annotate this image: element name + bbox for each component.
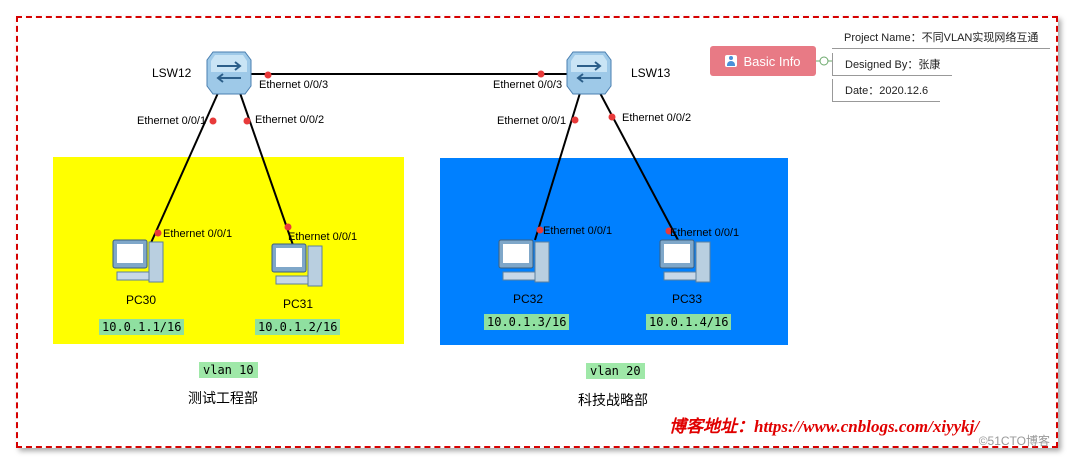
port-label: Ethernet 0/0/1 [288,231,358,243]
ip-address: 10.0.1.1/16 [99,319,185,335]
vlan20-zone [440,158,788,345]
port-dot [665,227,673,235]
blog-watermark: 博客地址：https://www.cnblogs.com/xiyykj/ [669,417,980,436]
port-label: Ethernet 0/0/2 [255,114,325,126]
pc-icon [498,239,550,283]
port-dot [537,70,545,78]
project-name: Project Name：不同VLAN实现网络互通 [832,26,1051,49]
switch-icon [206,51,252,95]
pc-icon [271,243,323,287]
switch-icon [566,51,612,95]
pc-icon [112,239,164,283]
department-label: 测试工程部 [188,390,258,406]
link-lsw12-pc30 [149,92,219,246]
port-label: Ethernet 0/0/3 [259,79,329,91]
vlan10-zone [53,157,404,344]
port-dot [571,116,579,124]
switch-name: LSW12 [152,66,192,80]
port-dot [243,117,251,125]
port-label: Ethernet 0/0/1 [163,228,233,240]
port-label: Ethernet 0/0/1 [670,227,740,239]
ip-address: 10.0.1.2/16 [255,319,341,335]
port-dot [608,113,616,121]
link-lsw13-pc32 [534,92,581,241]
pc-name: PC31 [283,297,314,311]
port-dot [264,71,272,79]
vlan-label: vlan 20 [586,363,645,379]
ip-address: 10.0.1.3/16 [484,314,570,330]
vlan-label: vlan 10 [199,362,258,378]
port-dot [284,223,292,231]
port-dot [209,117,217,125]
basic-info-label: Basic Info [743,53,801,69]
port-label: Ethernet 0/0/1 [497,115,567,127]
designer-name: Designed By：张康 [832,53,953,76]
port-label: Ethernet 0/0/1 [137,115,207,127]
design-date: Date：2020.12.6 [832,79,941,102]
port-label: Ethernet 0/0/3 [493,79,563,91]
pc-name: PC32 [513,292,544,306]
switch-name: LSW13 [631,66,671,80]
department-label: 科技战略部 [578,392,648,408]
user-icon [725,55,738,67]
port-label: Ethernet 0/0/1 [543,225,613,237]
info-connector-dot [819,56,829,66]
pc-name: PC30 [126,293,157,307]
port-dot [536,226,544,234]
corner-watermark: ©51CTO博客 [978,434,1050,448]
pc-name: PC33 [672,292,703,306]
pc-icon [659,239,711,283]
basic-info-button[interactable]: Basic Info [710,46,816,76]
ip-address: 10.0.1.4/16 [646,314,732,330]
port-label: Ethernet 0/0/2 [622,112,692,124]
port-dot [154,229,162,237]
